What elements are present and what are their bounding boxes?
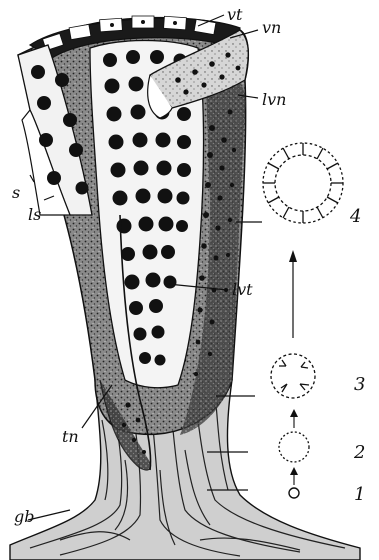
stage-3: 3 — [216, 354, 365, 398]
stage-1-number: 1 — [354, 484, 365, 505]
label-tn: tn — [62, 427, 79, 446]
stage-2-cell — [279, 432, 309, 462]
stage-2-number: 2 — [353, 442, 365, 463]
stage-1-cell — [289, 488, 299, 498]
label-gb: gb — [14, 507, 34, 526]
label-lvn: lvn — [262, 90, 286, 109]
arrow-3-4 — [289, 250, 297, 338]
stage-4: 4 — [263, 143, 361, 227]
label-s: s — [12, 183, 20, 202]
arrow-2-3 — [290, 409, 298, 428]
label-vt: vt — [227, 5, 243, 24]
stage-3-number: 3 — [354, 374, 365, 395]
stage-4-inner — [275, 155, 331, 211]
arrow-1-2 — [290, 467, 298, 485]
stage-2: 2 — [207, 432, 365, 463]
label-ls: ls — [28, 205, 41, 224]
label-vn: vn — [262, 18, 281, 37]
stage-4-number: 4 — [349, 206, 361, 227]
label-lvt: lvt — [232, 280, 253, 299]
stage-3-cell — [271, 354, 315, 398]
